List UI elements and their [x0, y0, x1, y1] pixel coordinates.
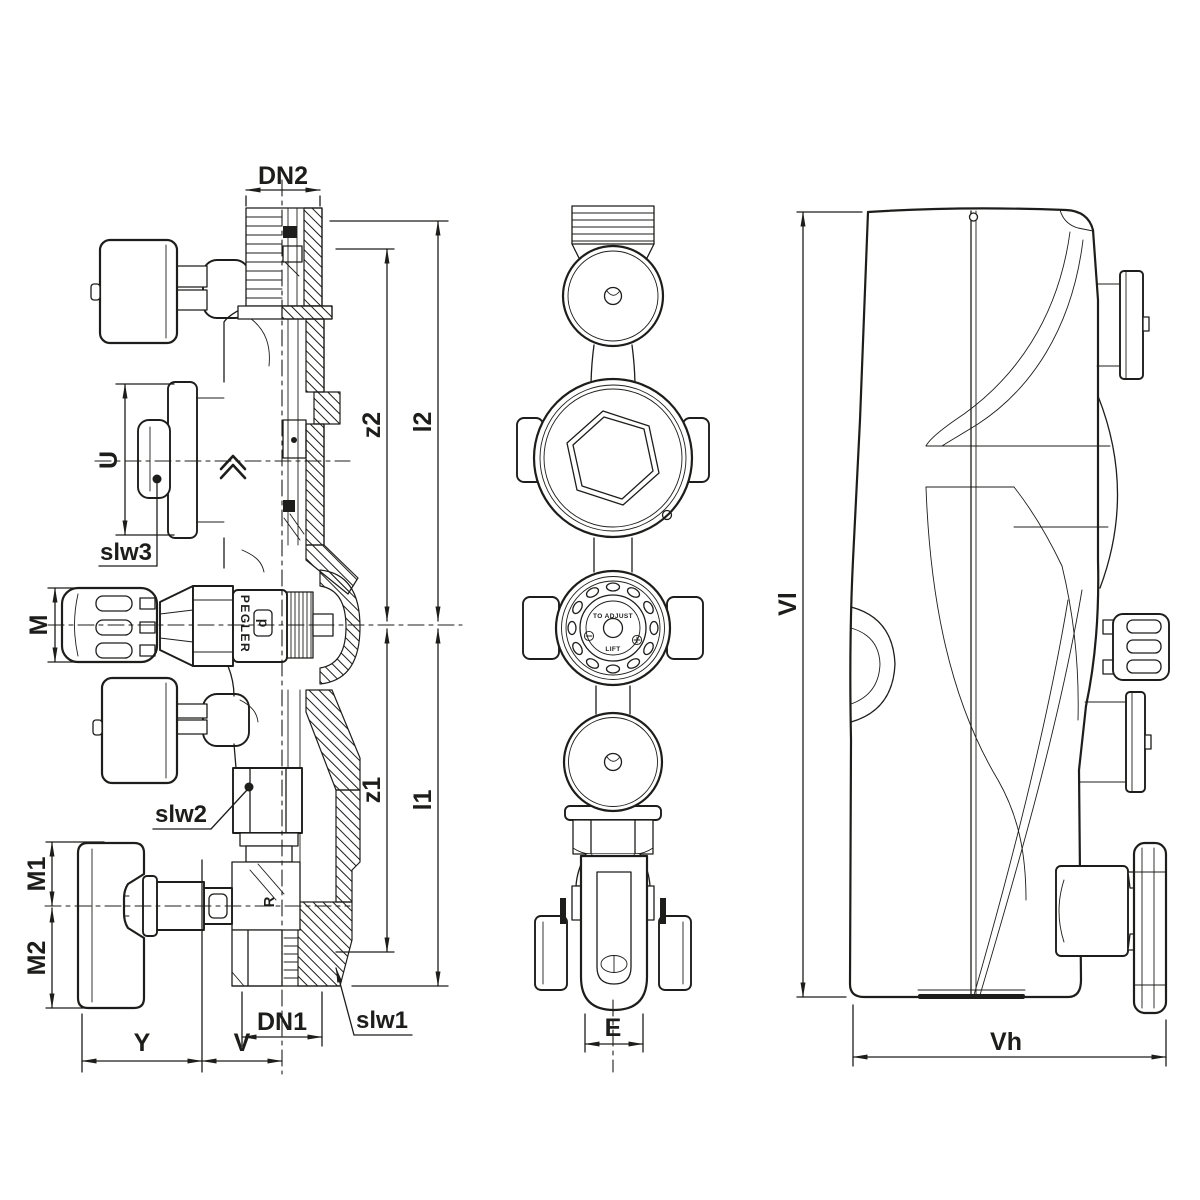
front-view: TO ADJUST LIFT — [516, 205, 710, 1012]
labels: DN2 z2 l2 z1 l1 U M M1 M2 Y V DN1 E Vl V… — [23, 162, 1022, 1057]
flow-direction-icon — [219, 454, 247, 480]
dim-label-m1: M1 — [23, 857, 51, 892]
dim-label-e: E — [605, 1014, 622, 1042]
centerlines — [44, 179, 614, 1075]
brand-logo-box — [253, 609, 273, 637]
male-thread-connection — [245, 207, 323, 307]
dim-label-l2: l2 — [409, 412, 437, 433]
dim-label-dn2: DN2 — [258, 162, 308, 190]
body-mark: R — [261, 896, 278, 907]
handwheel-side-profile — [1132, 841, 1168, 1015]
dim-label-v: V — [234, 1029, 251, 1057]
minus-screw-icon — [583, 630, 595, 642]
callout-label-slw2: slw2 — [155, 801, 207, 828]
side-knob — [1102, 613, 1170, 681]
callout-label-slw3: slw3 — [100, 539, 152, 566]
side-view — [848, 207, 1170, 1015]
dim-label-m: M — [25, 615, 53, 636]
hex-socket-boss — [516, 377, 710, 539]
knob-text-bottom: LIFT — [605, 646, 620, 653]
dim-label-l1: l1 — [409, 789, 437, 810]
dim-label-u: U — [95, 451, 123, 469]
dim-label-z1: z1 — [358, 777, 386, 804]
drain-handle-front — [579, 854, 649, 1012]
dim-label-dn1: DN1 — [257, 1008, 307, 1036]
dim-label-y: Y — [134, 1029, 151, 1057]
protection-cap-bottom — [92, 676, 208, 785]
test-port — [137, 381, 225, 539]
brand-marking: PEGLER — [238, 595, 252, 653]
dim-label-vl: Vl — [774, 592, 802, 616]
slw1-callout-leader — [335, 967, 413, 1036]
outlet-connection — [231, 929, 283, 987]
shell-seam — [968, 210, 979, 998]
tailpipe-section — [237, 305, 359, 595]
dim-label-z2: z2 — [358, 412, 386, 438]
union-hex-slw2 — [232, 767, 303, 863]
bottom-screw-cap — [562, 711, 664, 813]
slw2-callout-leader — [152, 782, 254, 830]
slw3-callout-leader — [98, 474, 162, 567]
drain-valve-body: R — [231, 861, 341, 987]
brand-logo-letter: p — [256, 619, 272, 628]
protection-cap-top — [90, 238, 208, 345]
mounting-plate-top — [1096, 270, 1150, 380]
regulator-knob-side: PEGLER p — [60, 585, 288, 667]
dim-label-vh: Vh — [990, 1028, 1022, 1056]
plus-screw-icon — [631, 634, 643, 646]
front-section-view: PEGLER p — [60, 207, 361, 1010]
shell-mould-lines — [850, 231, 1119, 999]
top-screw-cap — [561, 244, 665, 348]
thermostat-dial: TO ADJUST LIFT — [522, 569, 704, 687]
mounting-plate-bottom — [1079, 691, 1152, 793]
lower-port-boss — [202, 693, 250, 747]
bonnet-section — [286, 569, 361, 685]
valve-body-contour — [223, 305, 270, 769]
knob-text-top: TO ADJUST — [593, 613, 633, 620]
drain-handwheel-side — [76, 841, 233, 1010]
dim-label-m2: M2 — [23, 941, 51, 976]
insulation-shell — [848, 207, 1100, 999]
drain-assembly-side — [1055, 841, 1168, 1015]
callout-label-slw1: slw1 — [356, 1007, 408, 1034]
dimension-annotations — [45, 187, 1167, 1073]
male-thread-top — [571, 205, 655, 261]
